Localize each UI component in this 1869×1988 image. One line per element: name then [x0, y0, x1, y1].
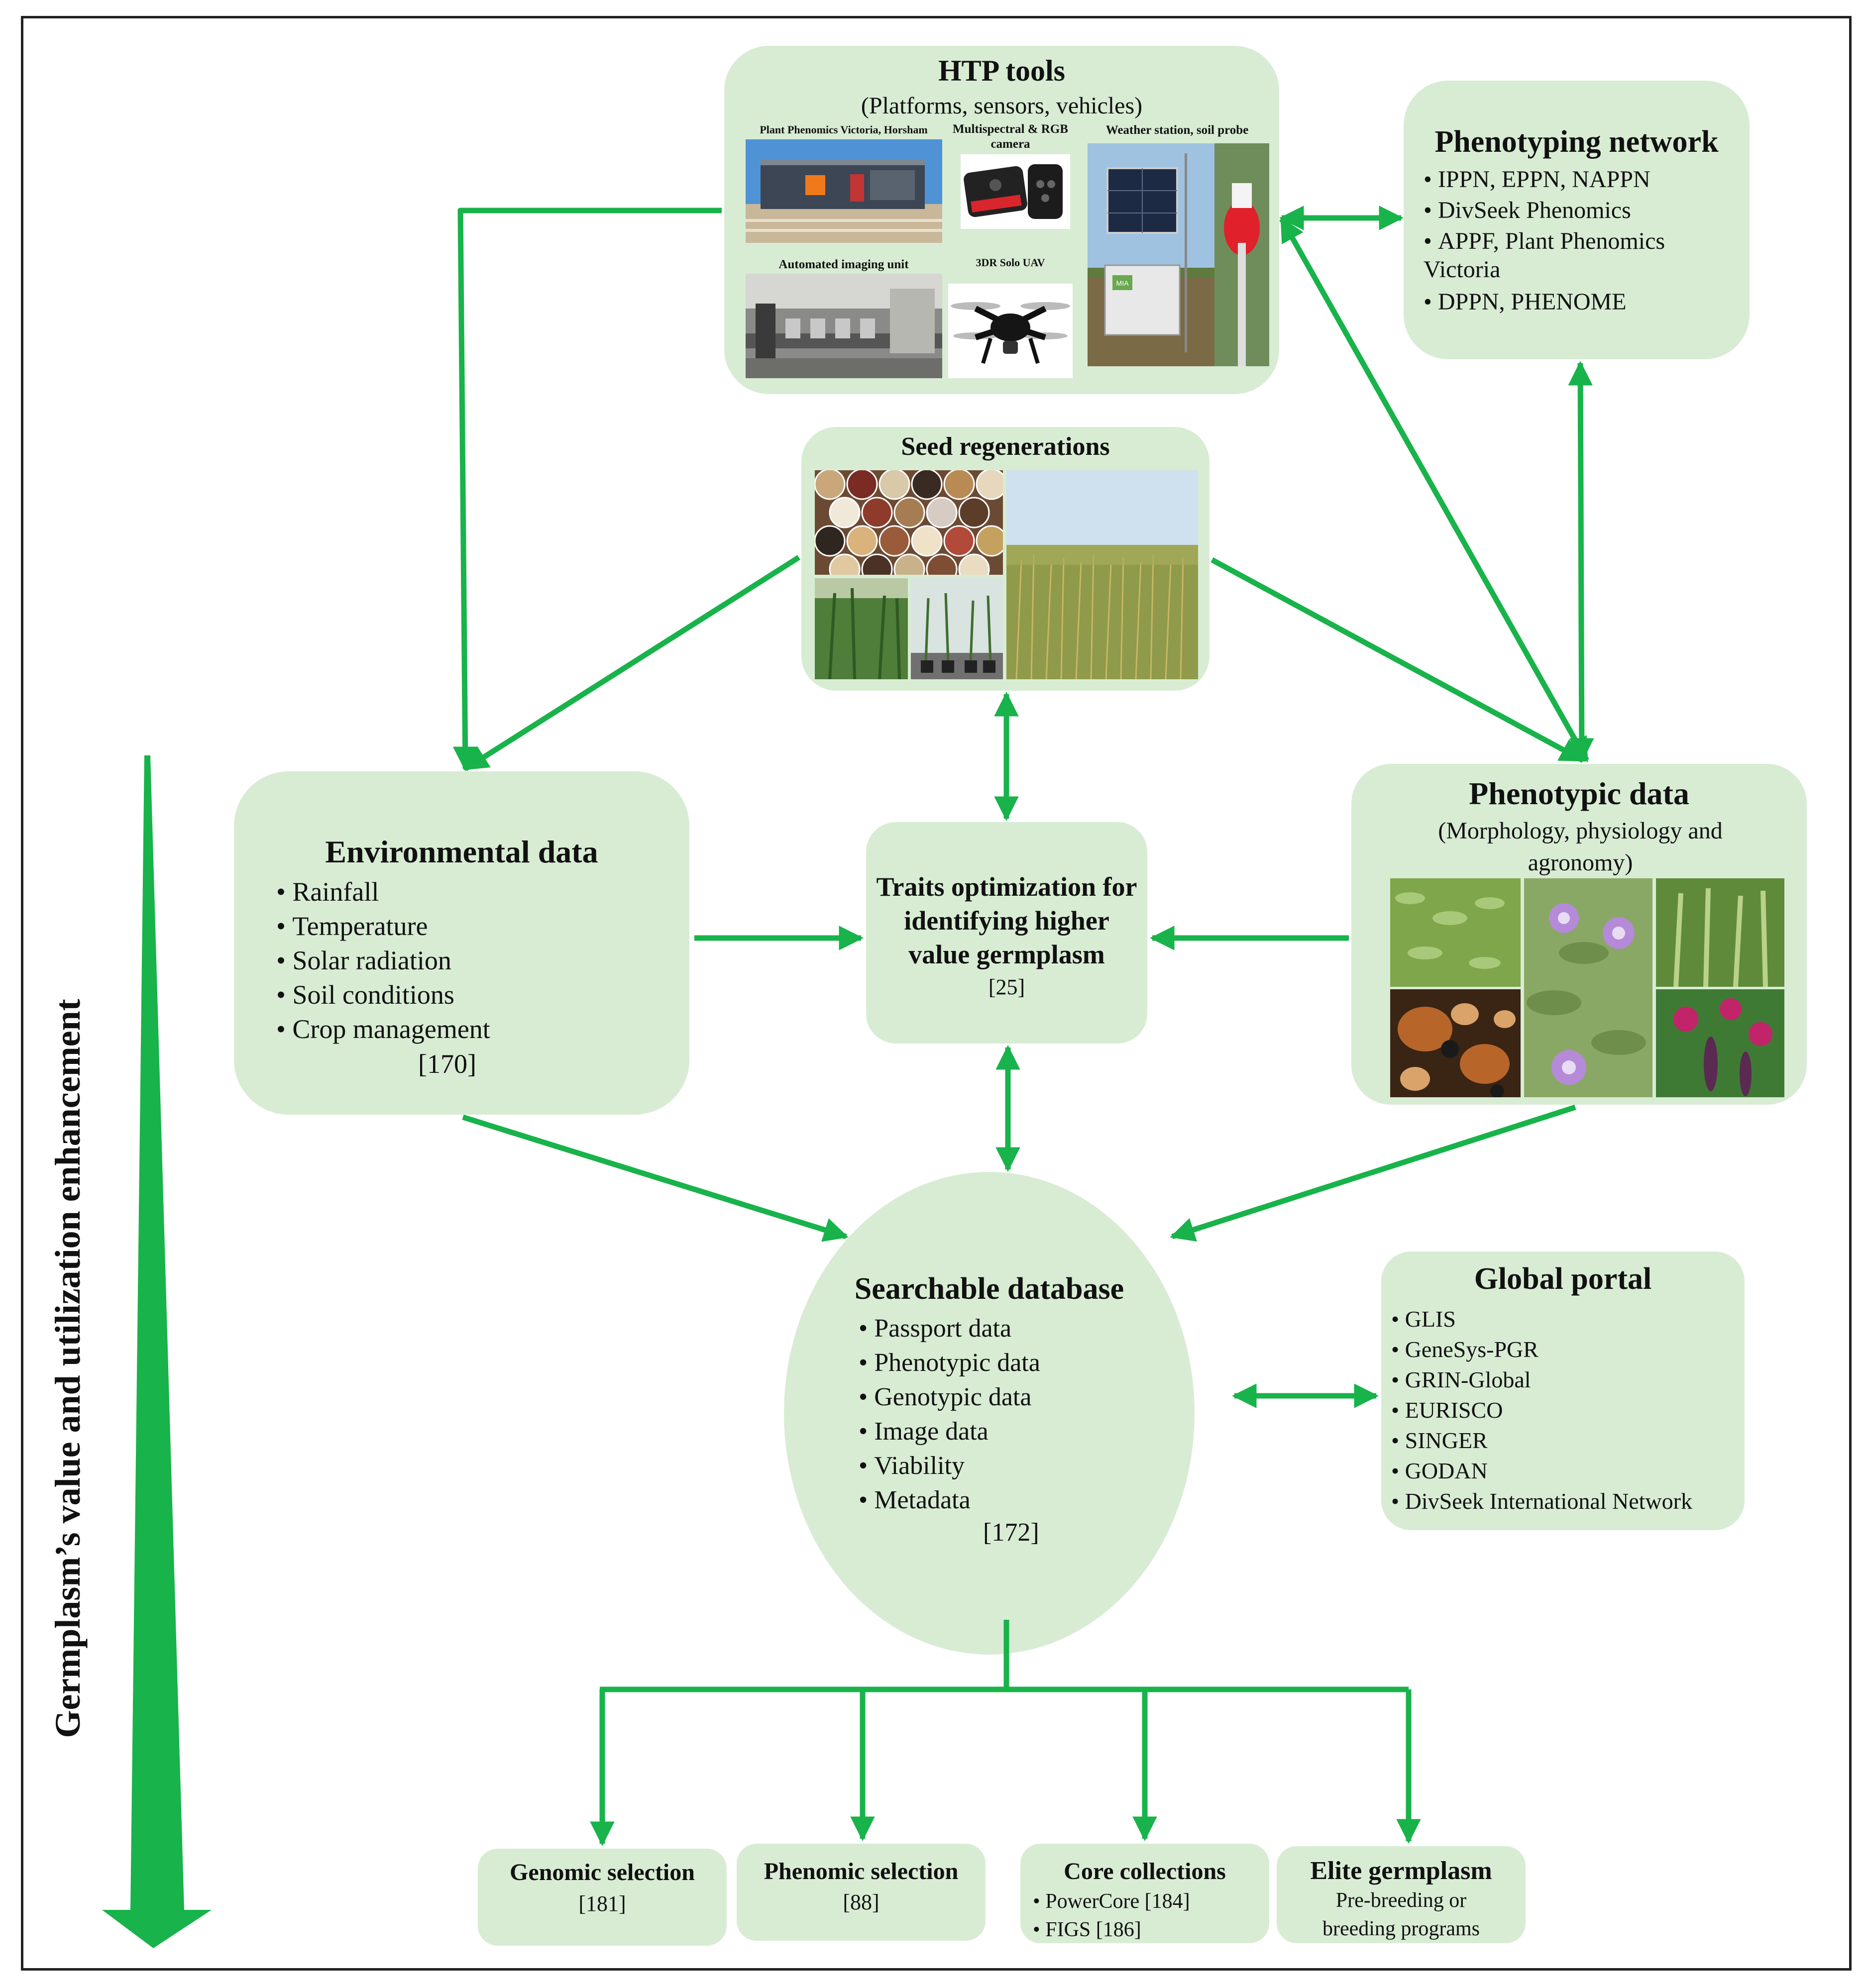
value-enhancement-arrow — [102, 755, 212, 1948]
photo-greenhouse-plants — [911, 578, 1003, 679]
elite-germplasm-title: Elite germplasm — [1310, 1857, 1492, 1885]
photo-phenomics-victoria-building — [746, 139, 942, 243]
traits-optimization-title: Traits optimization for identifying high… — [876, 872, 1137, 969]
arrow-htp-to-environmental — [452, 208, 722, 771]
searchable-database-item: Viability — [859, 1449, 1040, 1483]
traits-optimization-box — [866, 822, 1147, 1044]
global-portal-list: GLIS GeneSys-PGR GRIN-Global EURISCO SIN… — [1391, 1304, 1692, 1516]
global-portal-item: GLIS — [1391, 1304, 1692, 1334]
environmental-data-title: Environmental data — [325, 834, 598, 869]
core-collections-item: FIGS [186] — [1033, 1916, 1190, 1944]
photo-pea-plants — [1390, 878, 1521, 987]
svg-text:MIA: MIA — [1116, 279, 1129, 287]
phenomic-selection-box — [737, 1844, 986, 1941]
arrow-htp-phenotypic-data — [1279, 216, 1589, 763]
photo-multispectral-camera — [961, 154, 1070, 229]
phenomic-selection-ref: [88] — [843, 1890, 880, 1914]
global-portal-item: GODAN — [1391, 1456, 1692, 1486]
traits-optimization-ref: [25] — [988, 975, 1025, 999]
environmental-data-item: Soil conditions — [276, 978, 490, 1012]
arrow-environmental-to-database — [462, 1114, 849, 1242]
global-portal-item: SINGER — [1391, 1425, 1692, 1456]
core-collections-list: PowerCore [184] FIGS [186] — [1033, 1887, 1190, 1944]
photo-flowering-plant — [1524, 878, 1652, 1097]
photo-field-plants — [815, 578, 908, 679]
searchable-database-item: Metadata — [859, 1483, 1040, 1517]
global-portal-item: GeneSys-PGR — [1391, 1334, 1692, 1364]
phenotypic-data-title: Phenotypic data — [1469, 776, 1689, 811]
photo-label-phenomics-victoria: Plant Phenomics Victoria, Horsham — [760, 123, 928, 136]
photo-label-automated-imaging-unit: Automated imaging unit — [778, 258, 909, 271]
photo-label-3dr-solo-uav: 3DR Solo UAV — [976, 256, 1045, 269]
photo-seed-collection — [815, 470, 1003, 575]
seed-regenerations-title: Seed regenerations — [901, 432, 1110, 461]
environmental-data-ref: [170] — [418, 1049, 476, 1079]
elite-germplasm-line: Pre-breeding or — [1335, 1889, 1467, 1912]
searchable-database-item: Genotypic data — [859, 1380, 1040, 1414]
environmental-data-item: Temperature — [276, 909, 490, 943]
environmental-data-item: Crop management — [276, 1012, 490, 1046]
phenotyping-network-title: Phenotyping network — [1434, 125, 1719, 159]
photo-weather-station: MIA — [1088, 143, 1269, 366]
photo-label-multispectral-camera: Multispectral & RGB camera — [953, 122, 1068, 151]
arrow-network-phenotypic-data — [1568, 361, 1594, 763]
phenotypic-data-subtitle: (Morphology, physiology and agronomy) — [1438, 818, 1723, 876]
arrow-seed-to-environmental — [463, 555, 800, 771]
genomic-selection-box — [478, 1849, 727, 1946]
photo-automated-imaging-unit — [746, 274, 942, 378]
arrow-phenotypic-to-database — [1170, 1104, 1576, 1242]
elite-germplasm-line: breeding programs — [1322, 1917, 1480, 1940]
searchable-database-list: Passport data Phenotypic data Genotypic … — [859, 1311, 1040, 1517]
environmental-data-item: Rainfall — [276, 875, 490, 909]
photo-pea-pods — [1656, 989, 1784, 1097]
searchable-database-ref: [172] — [983, 1518, 1039, 1547]
side-label: Germplasm’s value and utilization enhanc… — [48, 999, 88, 1738]
searchable-database-item: Image data — [859, 1414, 1040, 1449]
genomic-selection-title: Genomic selection — [510, 1859, 695, 1885]
global-portal-item: EURISCO — [1391, 1395, 1692, 1425]
phenomic-selection-title: Phenomic selection — [764, 1858, 959, 1884]
searchable-database-item: Phenotypic data — [859, 1346, 1040, 1380]
global-portal-item: GRIN-Global — [1391, 1364, 1692, 1395]
environmental-data-item: Solar radiation — [276, 943, 490, 978]
core-collections-item: PowerCore [184] — [1033, 1887, 1190, 1916]
arrow-seed-to-phenotypic — [1210, 557, 1585, 763]
photo-label-weather-station: Weather station, soil probe — [1105, 123, 1249, 137]
htp-tools-title: HTP tools — [938, 54, 1066, 87]
figure-frame — [21, 16, 1852, 1971]
photo-wheat-field — [1006, 470, 1198, 679]
global-portal-item: DivSeek International Network — [1391, 1486, 1692, 1516]
photo-3dr-solo-uav — [948, 284, 1073, 378]
photo-barley-heads — [1656, 878, 1784, 987]
global-portal-title: Global portal — [1474, 1262, 1652, 1296]
searchable-database-title: Searchable database — [854, 1272, 1124, 1306]
searchable-database-item: Passport data — [859, 1311, 1040, 1346]
genomic-selection-ref: [181] — [578, 1891, 626, 1916]
environmental-data-list: Rainfall Temperature Solar radiation Soi… — [276, 875, 490, 1046]
core-collections-title: Core collections — [1064, 1858, 1226, 1884]
htp-tools-subtitle: (Platforms, sensors, vehicles) — [861, 93, 1143, 119]
elite-germplasm-box — [1277, 1846, 1526, 1943]
photo-seeds-beans — [1390, 989, 1521, 1097]
phenotyping-network-item: IPPN, EPPN, NAPPN — [1424, 164, 1665, 195]
